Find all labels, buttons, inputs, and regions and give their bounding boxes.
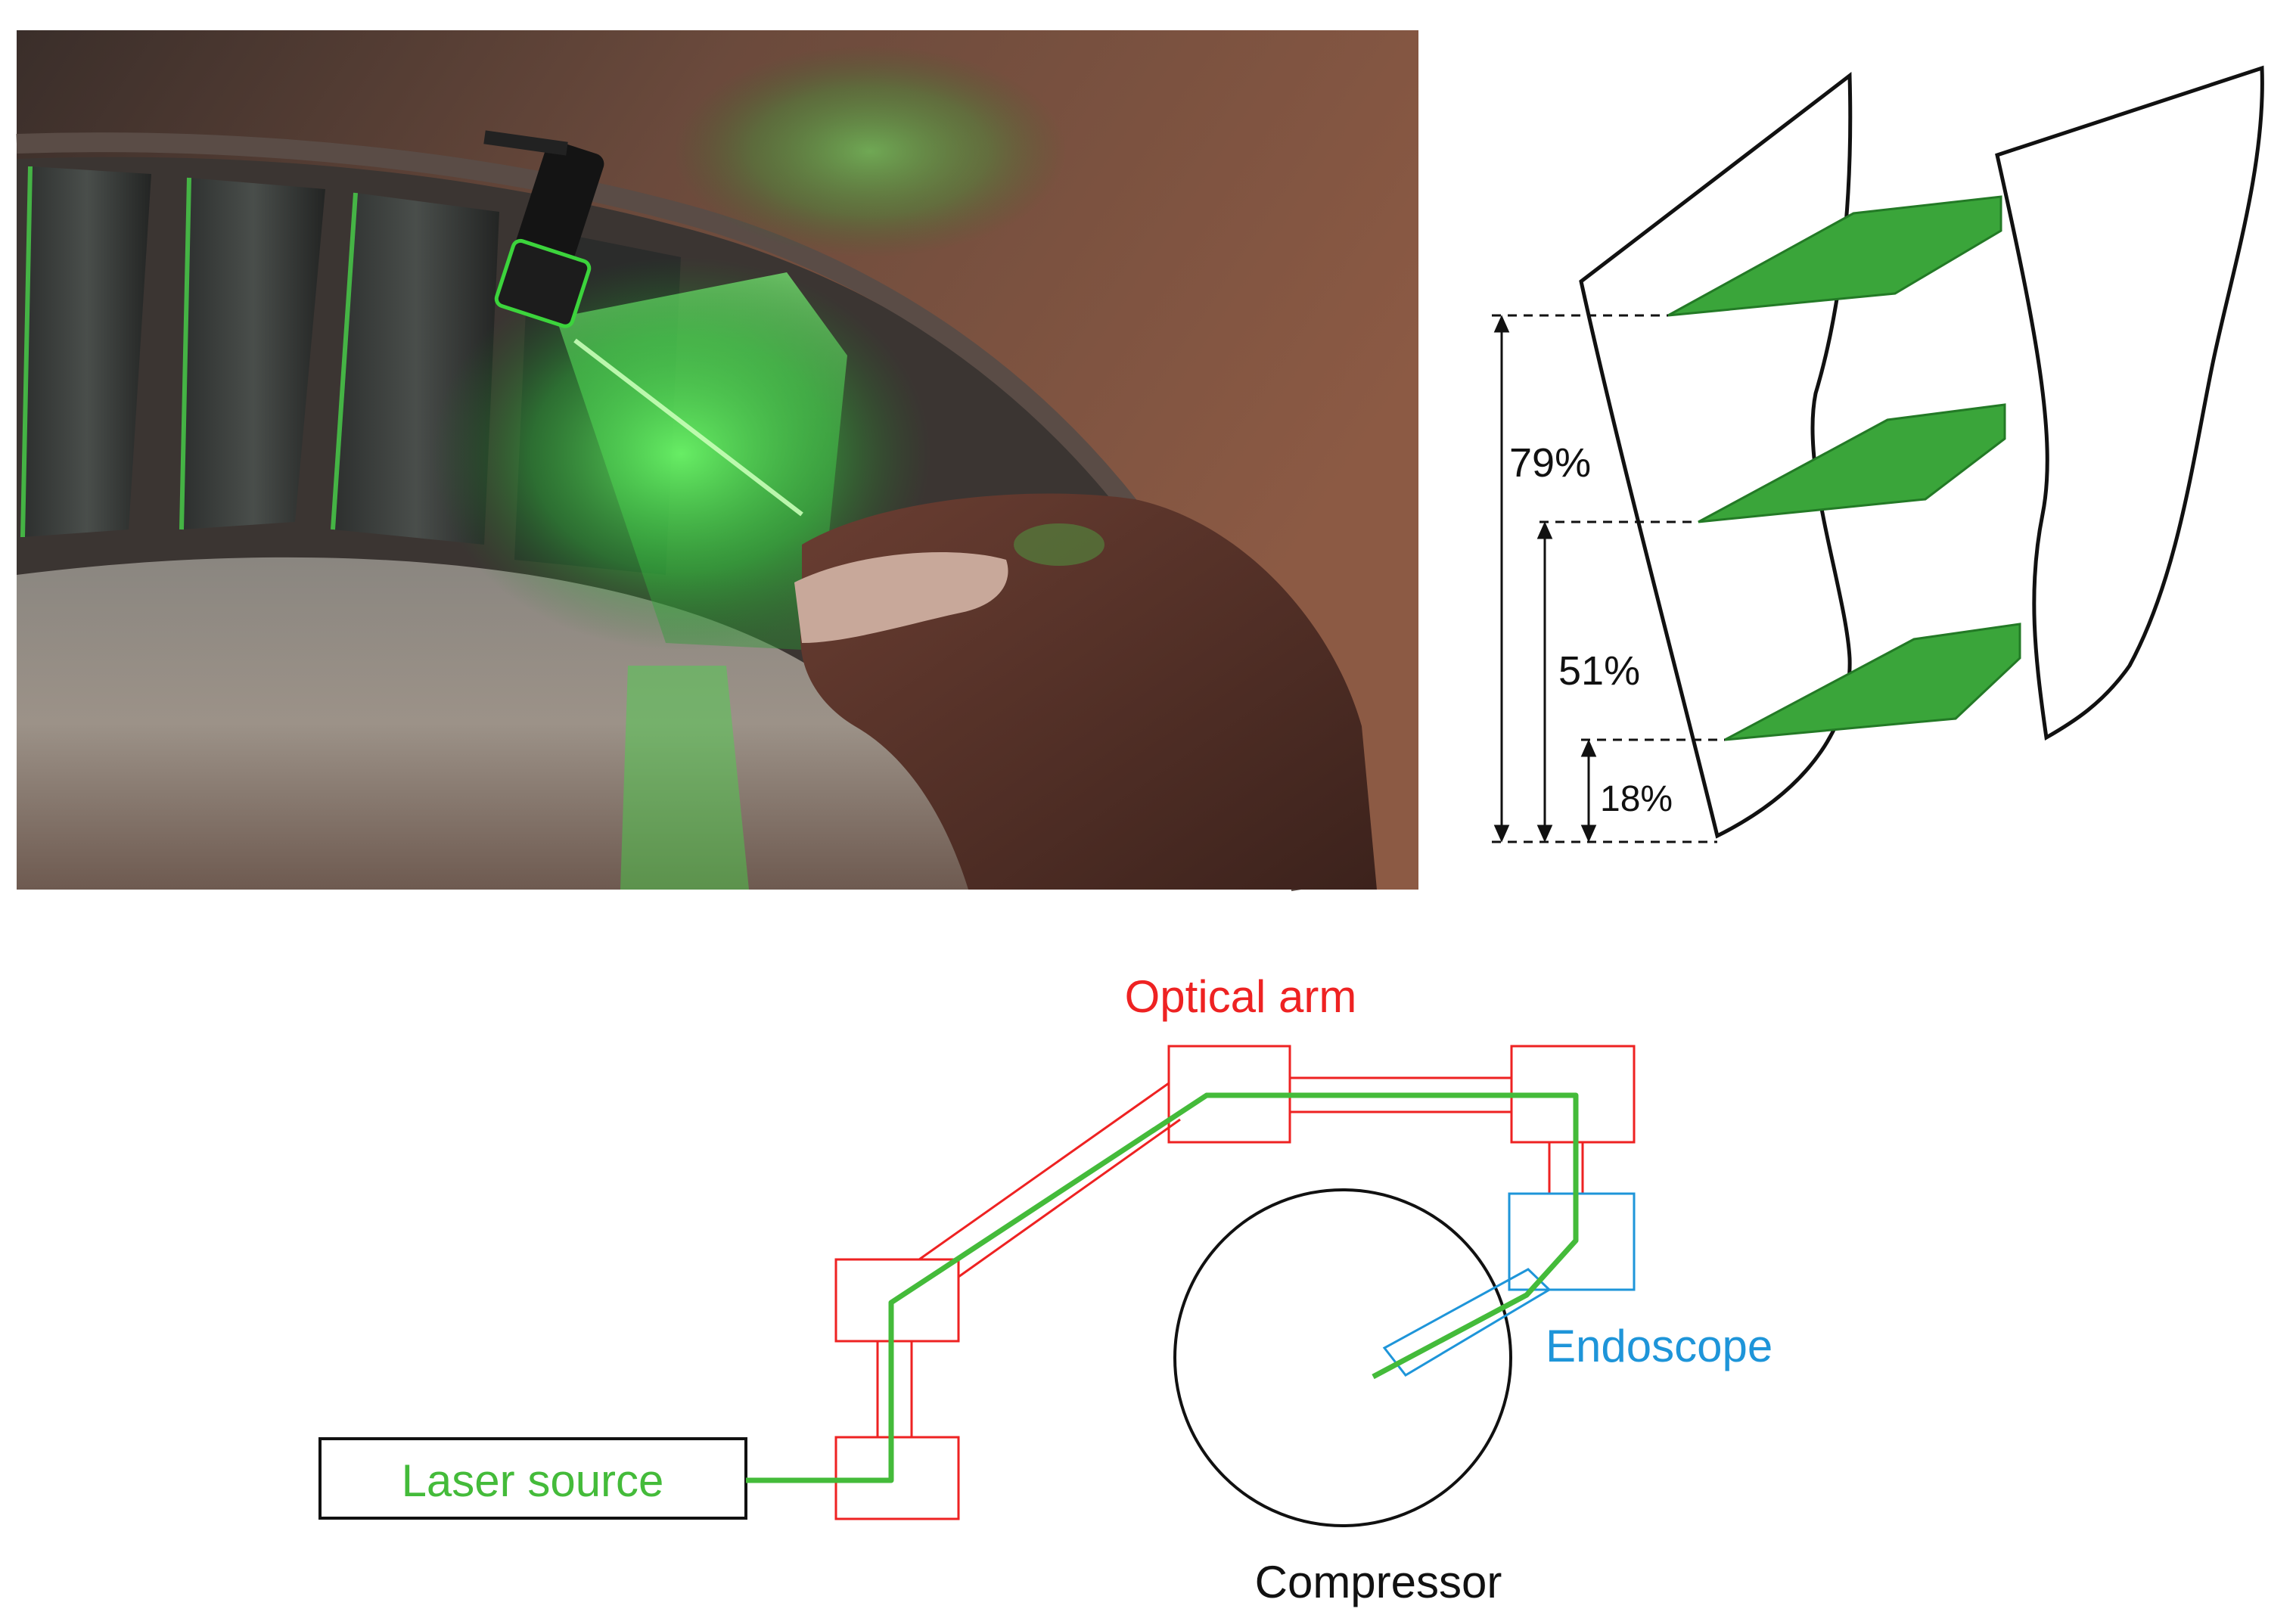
right-blade-outline xyxy=(1995,65,2264,741)
percent-label-18: 18% xyxy=(1600,779,1673,819)
section-plane-51 xyxy=(1698,403,2006,523)
laser-measurement-photo xyxy=(16,30,1418,892)
laser-source-box xyxy=(318,1437,747,1520)
arm-joint-left-upper xyxy=(834,1258,960,1343)
endoscope-label: Endoscope xyxy=(1546,1321,1772,1371)
laser-beam-path xyxy=(746,1092,1579,1483)
optical-arm-label: Optical arm xyxy=(1125,971,1357,1022)
compressor-circle xyxy=(1173,1188,1512,1527)
compressor-label: Compressor xyxy=(1255,1557,1502,1607)
percent-label-51: 51% xyxy=(1558,648,1640,694)
percent-label-79: 79% xyxy=(1509,440,1591,486)
endoscope-joint xyxy=(1508,1192,1636,1291)
section-plane-79 xyxy=(1667,195,2002,317)
measurement-setup-diagram: Optical arm Endoscope Laser source Compr… xyxy=(318,971,1772,1607)
section-plane-18 xyxy=(1724,623,2021,741)
laser-source-label: Laser source xyxy=(402,1455,664,1506)
blade-section-diagram: 79% 51% 18% xyxy=(1492,65,2264,843)
